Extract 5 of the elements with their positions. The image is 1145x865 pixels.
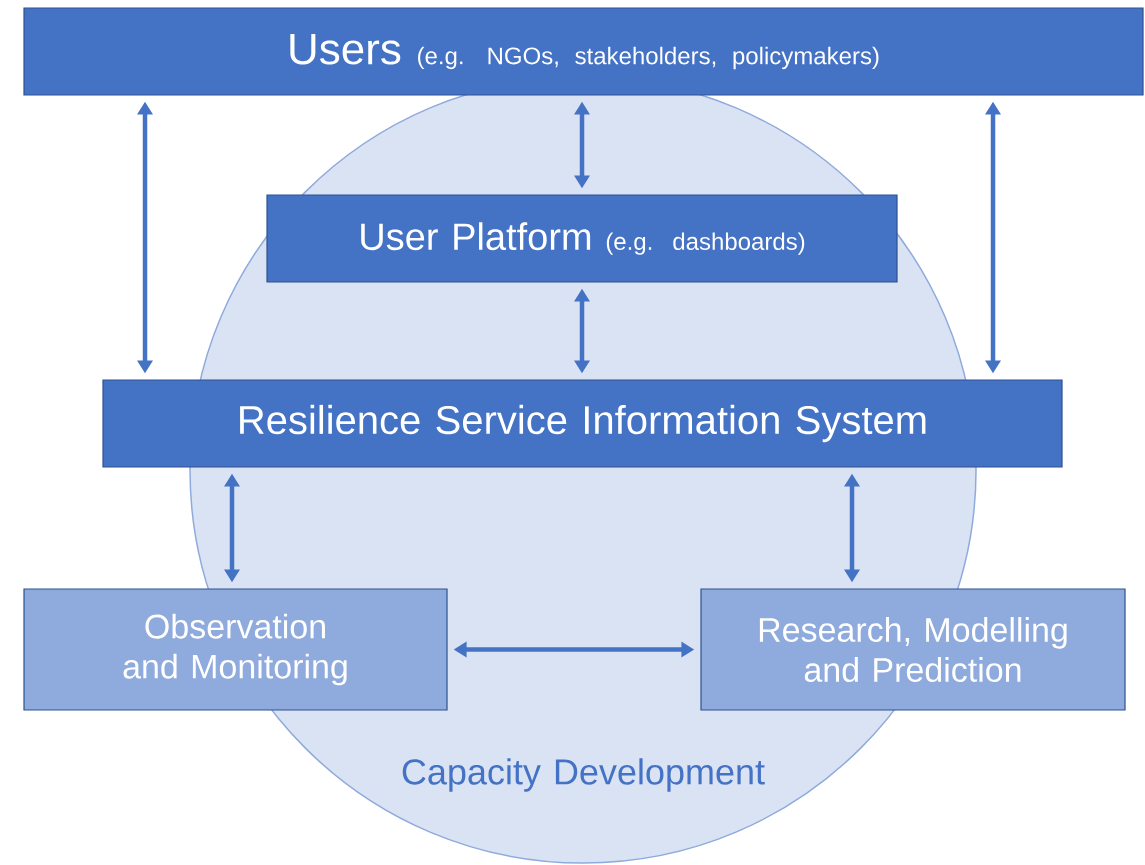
- process-box: User Platform (e.g. dashboards): [266, 194, 898, 283]
- process-box: Research, Modelling and Prediction: [700, 588, 1126, 711]
- process-box: Observation and Monitoring: [23, 588, 448, 711]
- process-box: Users (e.g. NGOs, stakeholders, policymakers): [23, 7, 1144, 96]
- process-box: Resilience Service Information System: [102, 379, 1063, 468]
